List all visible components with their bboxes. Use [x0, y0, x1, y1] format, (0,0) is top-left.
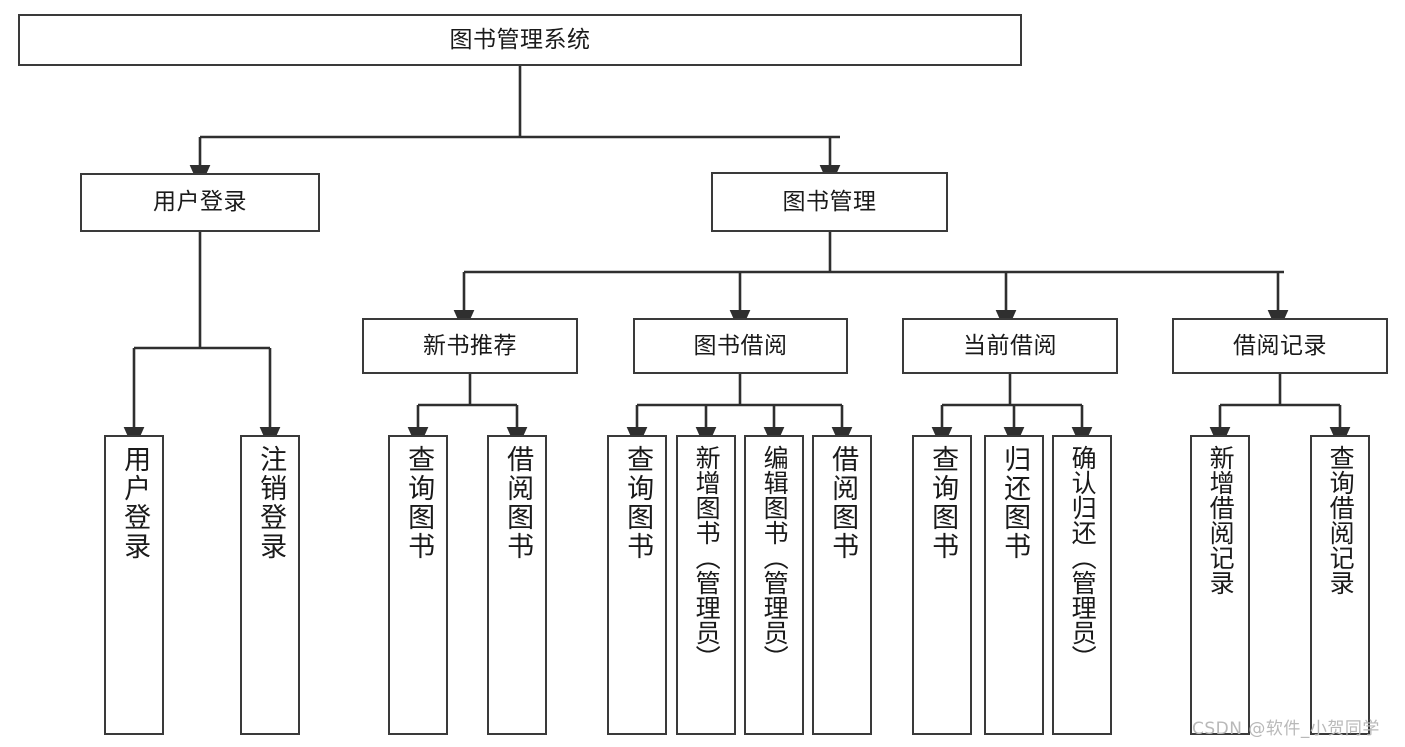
node-root-label: 图书管理系统	[449, 26, 591, 53]
node-book-manage[interactable]: 图书管理	[711, 172, 948, 232]
leaf-rec-add-record[interactable]: 新增借阅记录	[1190, 435, 1250, 735]
leaf-rec-query-book[interactable]: 查询图书	[388, 435, 448, 735]
node-book-manage-label: 图书管理	[782, 188, 877, 215]
leaf-borrow-add-book[interactable]: 新增图书（管理员）	[676, 435, 736, 735]
node-new-book-recommend-label: 新书推荐	[423, 332, 517, 359]
leaf-cur-query-book-label: 查询图书	[927, 445, 959, 561]
leaf-borrow-query-book-label: 查询图书	[622, 445, 654, 561]
leaf-cur-query-book[interactable]: 查询图书	[912, 435, 972, 735]
node-root-system[interactable]: 图书管理系统	[18, 14, 1022, 66]
leaf-logout-label: 注销登录	[255, 445, 287, 561]
leaf-rec-borrow-book-label: 借阅图书	[502, 445, 534, 561]
leaf-rec-borrow-book[interactable]: 借阅图书	[487, 435, 547, 735]
leaf-borrow-borrow-book-label: 借阅图书	[827, 445, 859, 561]
leaf-rec-query-record-label: 查询借阅记录	[1326, 445, 1356, 595]
leaf-cur-return-book[interactable]: 归还图书	[984, 435, 1044, 735]
leaf-borrow-borrow-book[interactable]: 借阅图书	[812, 435, 872, 735]
node-new-book-recommend[interactable]: 新书推荐	[362, 318, 578, 374]
node-borrow-record[interactable]: 借阅记录	[1172, 318, 1388, 374]
leaf-rec-query-book-label: 查询图书	[403, 445, 435, 561]
leaf-logout[interactable]: 注销登录	[240, 435, 300, 735]
leaf-borrow-query-book[interactable]: 查询图书	[607, 435, 667, 735]
leaf-user-login[interactable]: 用户登录	[104, 435, 164, 735]
node-current-borrow[interactable]: 当前借阅	[902, 318, 1118, 374]
node-user-login-label: 用户登录	[153, 189, 247, 216]
leaf-rec-query-record[interactable]: 查询借阅记录	[1310, 435, 1370, 735]
leaf-cur-confirm-return-label: 确认归还（管理员）	[1068, 445, 1098, 670]
node-book-borrow[interactable]: 图书借阅	[633, 318, 848, 374]
csdn-watermark: CSDN @软件_小贺同学	[1192, 719, 1380, 739]
node-user-login[interactable]: 用户登录	[80, 173, 320, 232]
leaf-cur-confirm-return[interactable]: 确认归还（管理员）	[1052, 435, 1112, 735]
node-borrow-record-label: 借阅记录	[1233, 332, 1327, 359]
node-current-borrow-label: 当前借阅	[963, 332, 1057, 359]
leaf-cur-return-book-label: 归还图书	[999, 445, 1031, 561]
leaf-user-login-label: 用户登录	[119, 445, 151, 561]
leaf-borrow-edit-book[interactable]: 编辑图书（管理员）	[744, 435, 804, 735]
node-book-borrow-label: 图书借阅	[693, 332, 788, 359]
leaf-rec-add-record-label: 新增借阅记录	[1206, 445, 1236, 595]
leaf-borrow-add-book-label: 新增图书（管理员）	[692, 445, 722, 670]
leaf-borrow-edit-book-label: 编辑图书（管理员）	[760, 445, 790, 670]
